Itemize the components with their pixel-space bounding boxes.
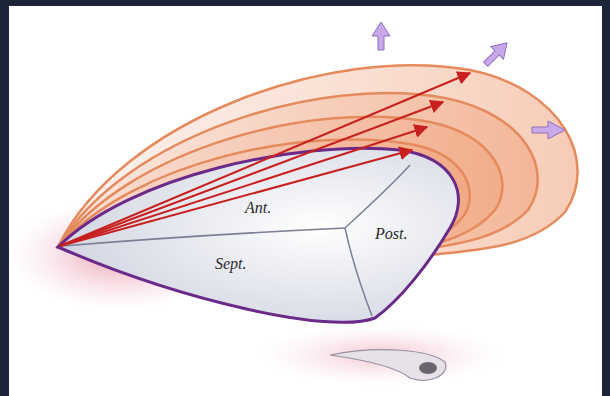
leaflet-label: Sept. (215, 256, 247, 272)
frame-right (602, 0, 610, 396)
dilation-vectors (60, 73, 470, 246)
commissure-lines (62, 165, 410, 316)
tissue-glow (260, 325, 500, 385)
leaflet-label: Post. (375, 226, 407, 242)
expansion-arrows (372, 22, 565, 139)
valve-annulus (58, 148, 458, 322)
sinus-opening (419, 362, 437, 374)
frame-top (0, 0, 610, 6)
frame-left (0, 0, 9, 396)
leaflet-label: Ant. (245, 200, 271, 216)
coronary-sinus (330, 350, 446, 381)
